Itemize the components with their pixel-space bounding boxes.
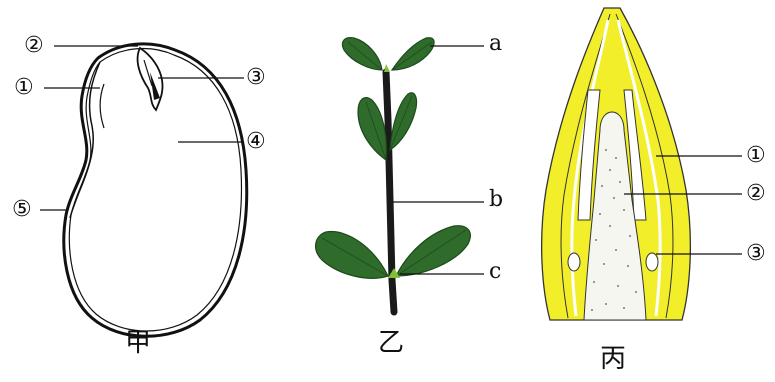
leaf-mid-right <box>390 93 417 150</box>
twig-drawing <box>300 0 520 382</box>
bud-marker-1: ① <box>746 145 766 167</box>
seed-drawing <box>0 0 300 382</box>
seed-diagram: ② ① ③ ④ ⑤ 甲 <box>0 0 300 382</box>
leaf-mid-left <box>358 98 386 160</box>
seed-marker-5: ⑤ <box>12 199 32 221</box>
twig-marker-b: b <box>489 189 503 211</box>
bud-drawing <box>520 0 775 382</box>
seed-marker-3: ③ <box>246 67 266 89</box>
twig-marker-a: a <box>489 33 502 55</box>
bud-marker-3: ③ <box>746 243 766 265</box>
twig-diagram: a b c 乙 <box>300 0 520 382</box>
bud-diagram: ① ② ③ 丙 <box>520 0 775 382</box>
seed-marker-2: ② <box>24 35 44 57</box>
seed-marker-4: ④ <box>246 131 266 153</box>
bud-caption: 丙 <box>600 346 626 372</box>
seed-caption: 甲 <box>125 330 151 356</box>
bud-marker-2: ② <box>746 183 766 205</box>
twig-marker-c: c <box>489 261 501 283</box>
twig-caption: 乙 <box>378 330 404 356</box>
seed-marker-1: ① <box>14 77 34 99</box>
